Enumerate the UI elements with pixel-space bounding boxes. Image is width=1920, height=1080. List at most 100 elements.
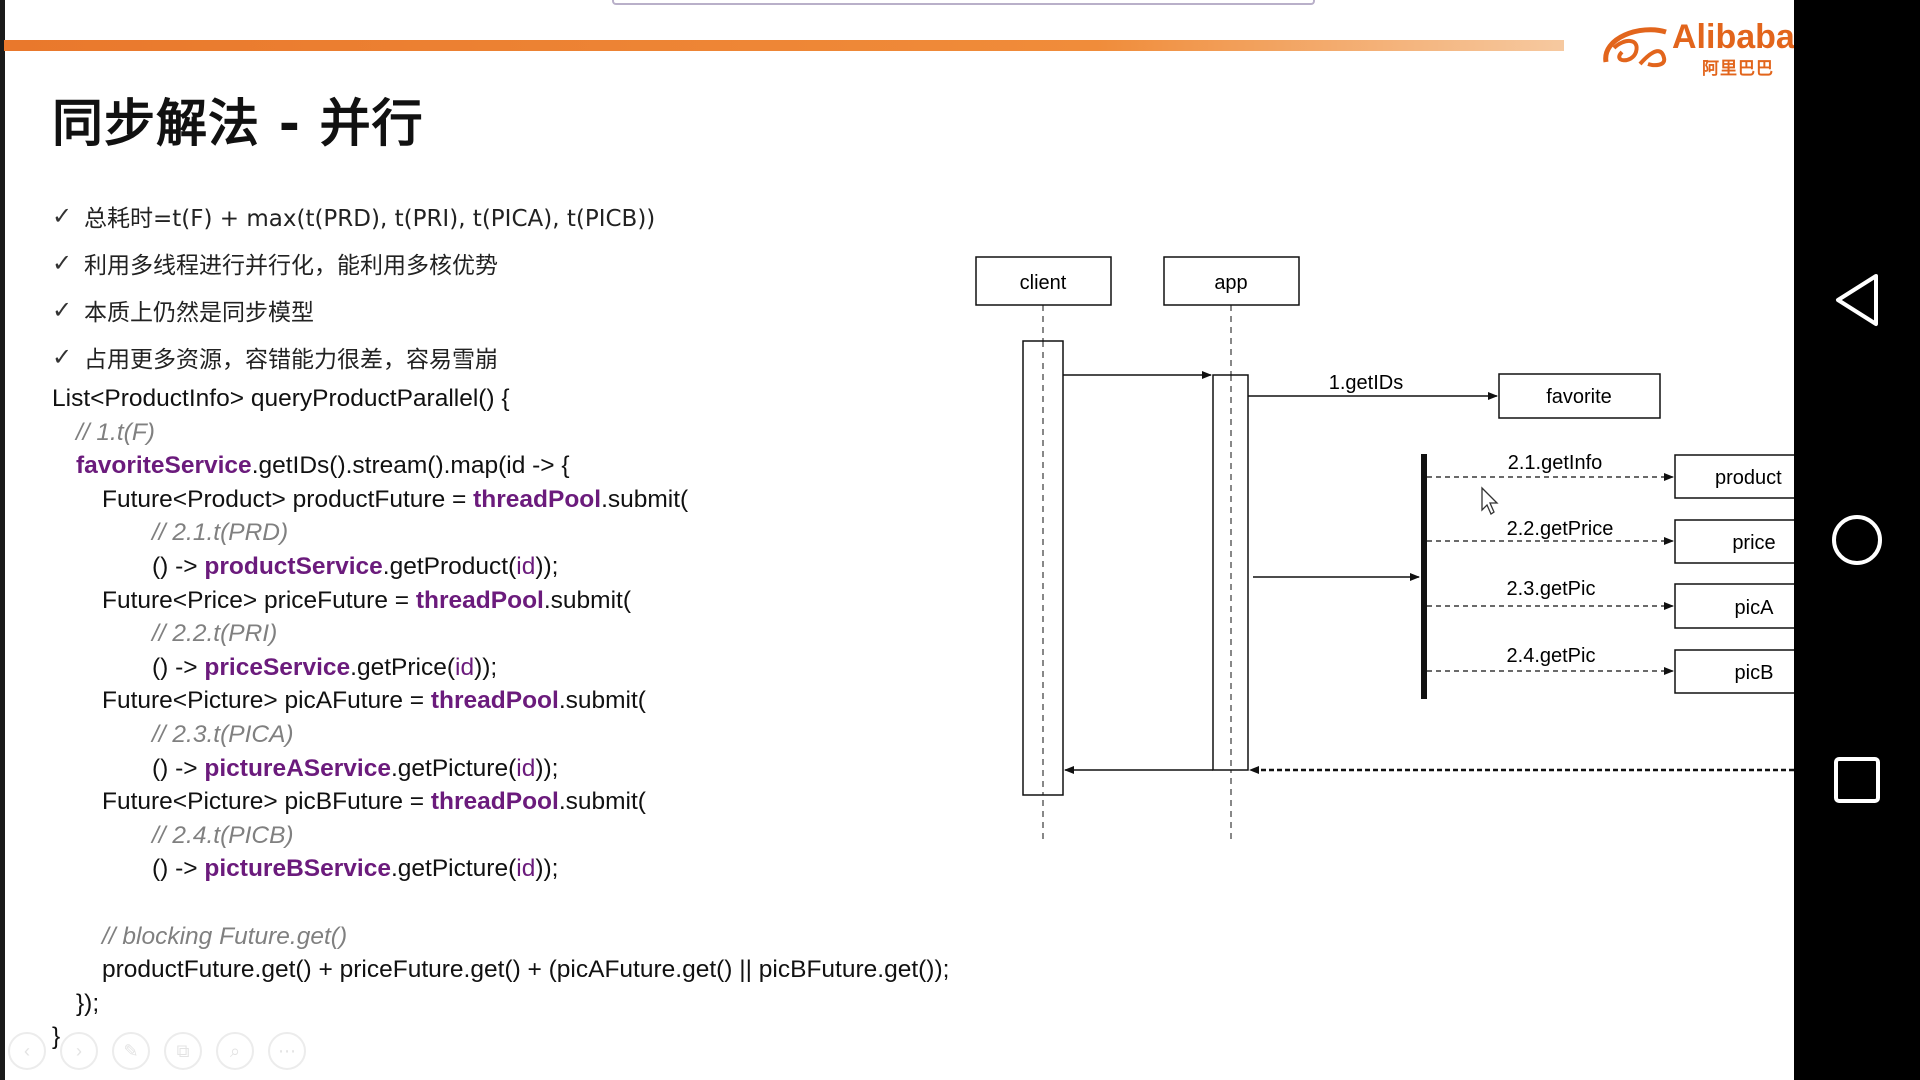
participant-picb-label: picB xyxy=(1735,662,1774,684)
bullet-item: ✓总耗时=t(F) + max(t(PRD), t(PRI), t(PICA),… xyxy=(52,192,655,239)
code-token: id xyxy=(516,754,536,782)
home-icon xyxy=(1832,515,1882,565)
code-comment: // 2.1.t(PRD) xyxy=(152,519,289,547)
code-identifier: threadPool xyxy=(473,485,602,513)
code-line: List<ProductInfo> queryProductParallel()… xyxy=(52,382,949,416)
code-line: () -> priceService.getPrice(id)); xyxy=(52,651,949,685)
slide: Alibaba 阿里巴巴 同步解法 - 并行 ✓总耗时=t(F) + max(t… xyxy=(0,0,1794,1080)
bullet-item: ✓ 占用更多资源，容错能力很差，容易雪崩 xyxy=(52,333,655,380)
sequence-diagram: client app favorite 1.getIDs product 2.1… xyxy=(975,256,1794,842)
participant-price-label: price xyxy=(1732,532,1775,554)
code-identifier: pictureBService xyxy=(204,855,391,883)
code-token: () -> xyxy=(152,855,205,883)
code-token: () -> xyxy=(152,552,205,580)
pen-icon[interactable]: ✎ xyxy=(112,1032,150,1070)
message-getinfo-label: 2.1.getInfo xyxy=(1508,452,1603,474)
code-token: Future<Product> productFuture = xyxy=(102,485,474,513)
code-line: // 2.1.t(PRD) xyxy=(52,516,949,550)
participant-product-label: product xyxy=(1715,467,1782,489)
code-token: .getPicture( xyxy=(390,855,517,883)
more-icon[interactable]: ⋯ xyxy=(268,1032,306,1070)
code-token: }); xyxy=(76,989,100,1017)
participant-favorite-box xyxy=(1498,373,1661,419)
code-comment: // 1.t(F) xyxy=(76,418,155,446)
copy-icon[interactable]: ⧉ xyxy=(164,1032,202,1070)
code-token: Future<Picture> picBFuture = xyxy=(102,788,431,816)
participant-pica-box xyxy=(1674,583,1794,629)
participant-picb-box xyxy=(1674,649,1794,694)
bullet-text: 利用多线程进行并行化，能利用多核优势 xyxy=(84,252,498,279)
logo-subtext: 阿里巴巴 xyxy=(1702,59,1774,79)
code-line: // 2.3.t(PICA) xyxy=(52,718,949,752)
code-identifier: threadPool xyxy=(430,687,559,715)
code-comment: // blocking Future.get() xyxy=(102,922,348,950)
participant-client-label: client xyxy=(1020,272,1067,294)
bullet-text: 总耗时=t(F) + max(t(PRD), t(PRI), t(PICA), … xyxy=(84,205,656,232)
message-getpic-a-label: 2.3.getPic xyxy=(1507,578,1596,600)
code-token: )); xyxy=(535,552,559,580)
code-token: productFuture.get() + priceFuture.get() … xyxy=(102,956,950,984)
home-button[interactable] xyxy=(1794,495,1920,585)
code-comment: // 2.3.t(PICA) xyxy=(152,720,294,748)
check-icon: ✓ xyxy=(52,248,73,277)
code-token: .submit( xyxy=(558,687,646,715)
participant-app-label: app xyxy=(1214,272,1247,294)
code-line: productFuture.get() + priceFuture.get() … xyxy=(52,953,949,987)
code-line: Future<Picture> picBFuture = threadPool.… xyxy=(52,785,949,819)
code-comment: // 2.4.t(PICB) xyxy=(152,821,294,849)
logo-text: Alibaba xyxy=(1672,18,1794,56)
code-line: () -> pictureBService.getPicture(id)); xyxy=(52,852,949,886)
mouse-cursor-icon xyxy=(1481,486,1499,515)
presentation-toolbar: ‹ › ✎ ⧉ ⌕ ⋯ xyxy=(8,1032,306,1070)
code-token: id xyxy=(455,653,475,681)
code-identifier: threadPool xyxy=(415,586,544,614)
code-line: // 1.t(F) xyxy=(52,416,949,450)
code-line: () -> pictureAService.getPicture(id)); xyxy=(52,752,949,786)
code-line: Future<Picture> picAFuture = threadPool.… xyxy=(52,684,949,718)
code-comment: // 2.2.t(PRI) xyxy=(152,620,278,648)
code-line: favoriteService.getIDs().stream().map(id… xyxy=(52,449,949,483)
recents-button[interactable] xyxy=(1794,735,1920,825)
participant-app-box xyxy=(1163,256,1300,306)
check-icon: ✓ xyxy=(52,342,73,371)
bullet-item: ✓本质上仍然是同步模型 xyxy=(52,286,655,333)
code-token: )); xyxy=(474,653,498,681)
code-token: .getProduct( xyxy=(382,552,517,580)
participant-product-box xyxy=(1674,454,1794,499)
participant-favorite-label: favorite xyxy=(1546,386,1612,408)
code-token: Future<Picture> picAFuture = xyxy=(102,687,431,715)
bullet-text: 占用更多资源，容错能力很差，容易雪崩 xyxy=(84,346,498,373)
code-line: // 2.2.t(PRI) xyxy=(52,617,949,651)
code-token: )); xyxy=(535,855,559,883)
message-getprice-label: 2.2.getPrice xyxy=(1507,518,1614,540)
alibaba-logo: Alibaba 阿里巴巴 xyxy=(1600,14,1794,79)
code-identifier: priceService xyxy=(204,653,351,681)
zoom-icon[interactable]: ⌕ xyxy=(216,1032,254,1070)
code-line: // 2.4.t(PICB) xyxy=(52,819,949,853)
message-getids-label: 1.getIDs xyxy=(1329,372,1403,394)
next-icon[interactable]: › xyxy=(60,1032,98,1070)
bullet-list: ✓ 总耗时=t(F) + max(t(PRD), t(PRI), t(PICA),… xyxy=(52,192,655,380)
code-token: } xyxy=(52,1023,61,1051)
code-identifier: favoriteService xyxy=(76,452,252,480)
top-frame-tab xyxy=(612,0,1315,5)
code-token: id xyxy=(516,552,536,580)
back-icon xyxy=(1836,274,1878,326)
code-identifier: threadPool xyxy=(430,788,559,816)
orange-header-rule xyxy=(4,40,1564,51)
code-token: .getPicture( xyxy=(390,754,517,782)
code-line: // blocking Future.get() xyxy=(52,920,949,954)
prev-icon[interactable]: ‹ xyxy=(8,1032,46,1070)
code-line: } xyxy=(52,1020,949,1054)
code-line: () -> productService.getProduct(id)); xyxy=(52,550,949,584)
code-identifier: productService xyxy=(204,552,383,580)
code-token: .submit( xyxy=(543,586,631,614)
code-token: Future<Price> priceFuture = xyxy=(102,586,416,614)
back-button[interactable] xyxy=(1794,255,1920,345)
code-line: Future<Price> priceFuture = threadPool.s… xyxy=(52,584,949,618)
check-icon: ✓ xyxy=(52,295,73,324)
code-line: }); xyxy=(52,987,949,1021)
code-token: .submit( xyxy=(601,485,689,513)
message-getpic-b-label: 2.4.getPic xyxy=(1507,645,1596,667)
android-nav-bar xyxy=(1794,0,1920,1080)
